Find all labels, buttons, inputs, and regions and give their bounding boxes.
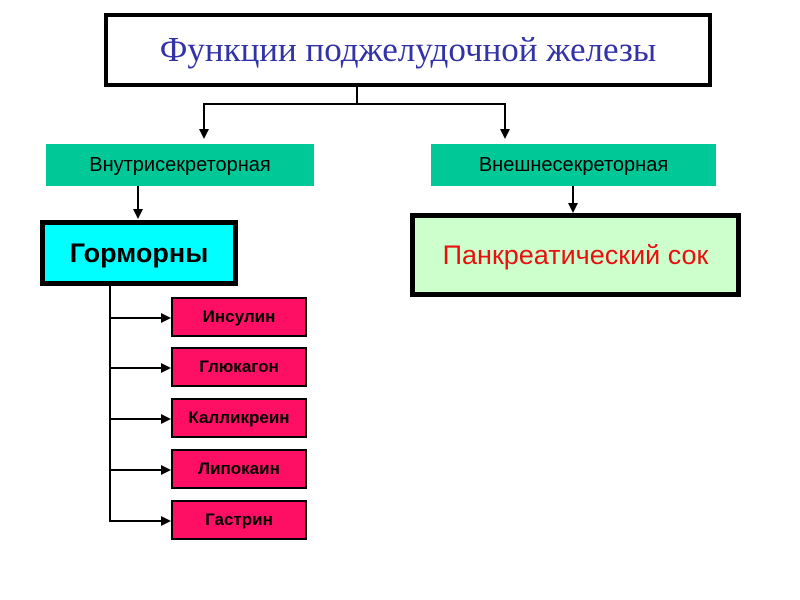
hormone-item-2: Глюкагон [171,347,307,387]
page-title: Функции поджелудочной железы [159,29,657,69]
arrow-right-icon-hormone-1 [161,313,171,323]
hormone-item-5: Гастрин [171,500,307,540]
branch-label-exocrine: Внешнесекреторная [478,153,669,176]
connector-title-to-endocrine [203,103,205,129]
diagram-title-box: Функции поджелудочной железы [104,13,712,87]
product-label-hormones: Горморны [69,237,209,268]
arrow-right-icon-hormone-5 [161,516,171,526]
connector-title-stem [356,87,358,104]
connector-title-crossbar [203,103,506,105]
arrow-down-icon-exocrine [500,129,510,139]
connector-hormone-3 [109,418,161,420]
hormone-item-3: Калликреин [171,398,307,438]
connector-hormone-4 [109,469,161,471]
hormone-item-1: Инсулин [171,297,307,337]
hormone-label-1: Инсулин [202,307,276,327]
connector-hormone-2 [109,367,161,369]
arrow-right-icon-hormone-4 [161,465,171,475]
connector-endocrine-to-hormones [137,186,139,209]
connector-hormone-5 [109,520,161,522]
hormone-item-4: Липокаин [171,449,307,489]
hormone-label-3: Калликреин [188,408,290,428]
branch-box-exocrine: Внешнесекреторная [431,144,716,186]
arrow-down-icon-hormones [133,209,143,219]
connector-hormone-spine [109,286,111,522]
product-box-hormones: Горморны [40,220,238,286]
arrow-right-icon-hormone-2 [161,363,171,373]
branch-box-endocrine: Внутрисекреторная [46,144,314,186]
branch-label-endocrine: Внутрисекреторная [89,153,271,176]
product-label-pancreatic-juice: Панкреатический сок [442,239,709,270]
connector-exocrine-to-juice [572,186,574,203]
product-box-pancreatic-juice: Панкреатический сок [410,213,741,297]
hormone-label-4: Липокаин [198,459,280,479]
connector-hormone-1 [109,317,161,319]
hormone-label-2: Глюкагон [199,357,279,377]
arrow-right-icon-hormone-3 [161,414,171,424]
arrow-down-icon-juice [568,203,578,213]
hormone-label-5: Гастрин [205,510,273,530]
connector-title-to-exocrine [504,103,506,129]
arrow-down-icon-endocrine [199,129,209,139]
